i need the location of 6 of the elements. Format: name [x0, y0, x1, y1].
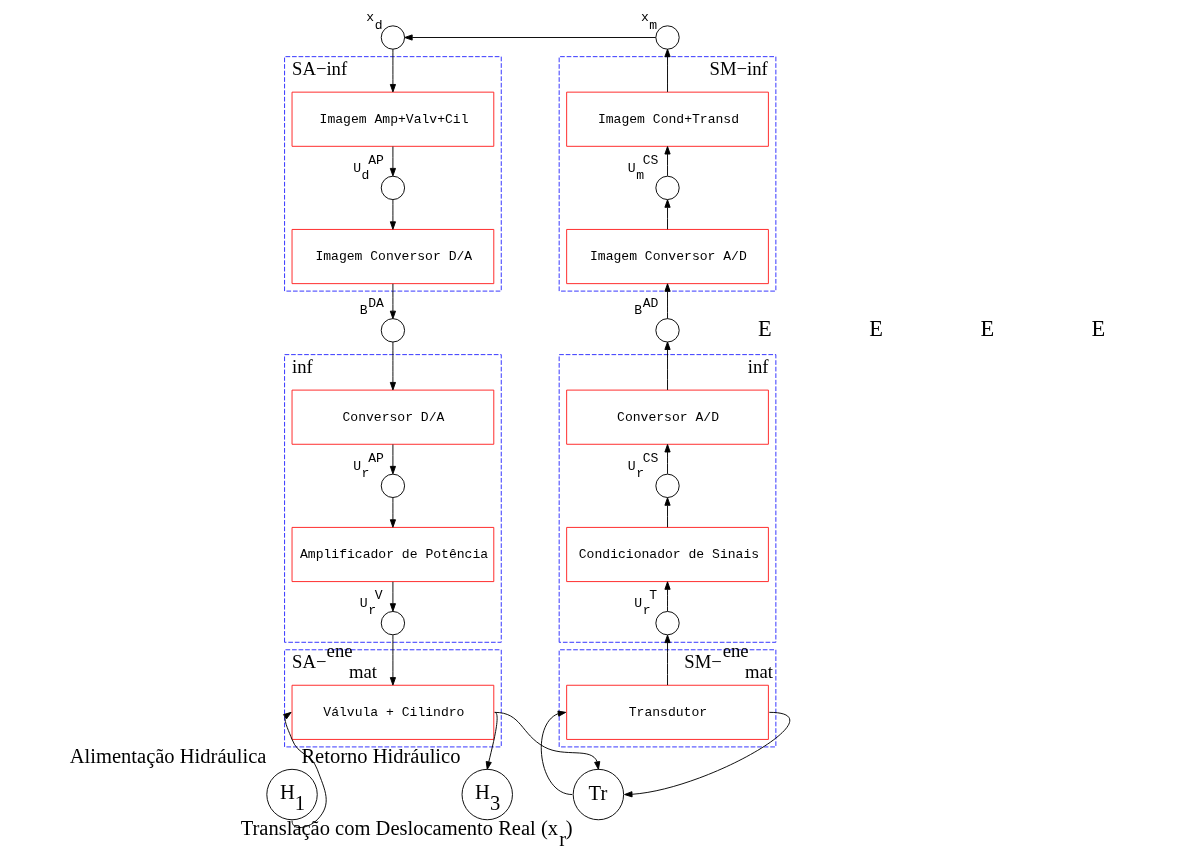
label: E [1091, 316, 1106, 342]
label: E [758, 316, 772, 342]
node-label: Retorno Hidráulico [301, 745, 461, 768]
label: E [980, 316, 995, 342]
node-label: Alimentação Hidráulica [69, 745, 267, 768]
label: E [869, 316, 883, 342]
